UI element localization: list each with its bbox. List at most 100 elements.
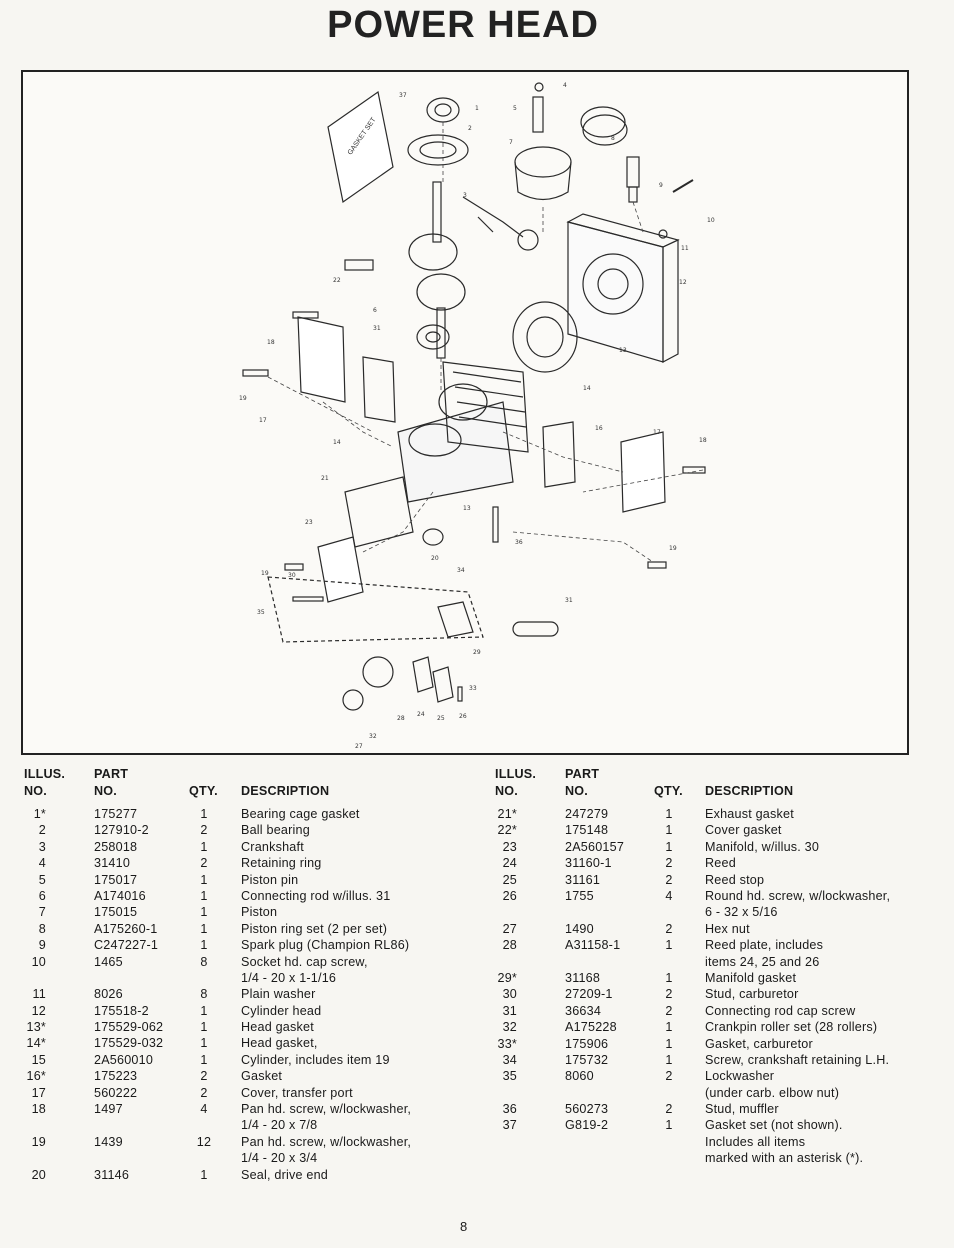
- illus-number: 16*: [26, 1069, 46, 1084]
- quantity: 4: [200, 1102, 208, 1117]
- illus-number: 35: [502, 1069, 517, 1084]
- svg-text:14: 14: [583, 385, 591, 392]
- description: Pan hd. screw, w/lockwasher, 1/4 - 20 x …: [241, 1102, 412, 1133]
- quantity: 2: [665, 872, 673, 887]
- part-number: 31168: [565, 970, 601, 985]
- description: Screw, crankshaft retaining L.H.: [705, 1052, 890, 1067]
- part-number: 31161: [565, 872, 601, 887]
- illus-number: 14*: [26, 1036, 46, 1051]
- illus-number: 22*: [497, 823, 517, 838]
- quantity: 1: [200, 888, 208, 903]
- illus-number: 2: [38, 823, 46, 838]
- description: Cylinder head: [241, 1003, 322, 1018]
- description: Piston ring set (2 per set): [241, 921, 388, 936]
- illus-number: 4: [38, 856, 46, 871]
- illus-number: 25: [502, 872, 517, 887]
- quantity: 1: [200, 1020, 208, 1035]
- quantity: 1: [665, 1052, 673, 1067]
- quantity: 8: [200, 954, 208, 969]
- svg-text:18: 18: [267, 339, 275, 346]
- svg-text:17: 17: [259, 417, 267, 424]
- quantity: 1: [665, 938, 673, 953]
- col-header-qty: QTY.: [189, 784, 218, 798]
- table-header: ILLUS. NO. PART NO. QTY. DESCRIPTION: [24, 766, 464, 806]
- svg-text:31: 31: [373, 325, 381, 332]
- part-number: 175277: [94, 807, 138, 821]
- quantity: 1: [200, 1036, 208, 1051]
- part-number: 27209-1: [565, 987, 613, 1002]
- description: Lockwasher (under carb. elbow nut): [705, 1069, 840, 1100]
- part-number: 175148: [565, 823, 609, 838]
- svg-text:12: 12: [679, 279, 687, 286]
- illus-number: 20: [31, 1167, 46, 1182]
- illus-number: 13*: [26, 1020, 46, 1035]
- svg-text:10: 10: [707, 217, 715, 224]
- svg-text:2: 2: [468, 125, 472, 132]
- svg-text:7: 7: [509, 139, 513, 146]
- quantity: 1: [200, 807, 208, 821]
- illus-number: 30: [502, 987, 517, 1002]
- parts-table-left: ILLUS. NO. PART NO. QTY. DESCRIPTION 1* 1…: [24, 766, 464, 1183]
- part-number: 2A560010: [94, 1052, 154, 1067]
- part-number: A174016: [94, 888, 146, 903]
- quantity: 2: [665, 987, 673, 1002]
- illus-number: 24: [502, 856, 517, 871]
- description: Connecting rod w/illus. 31: [241, 888, 391, 903]
- description: Retaining ring: [241, 856, 322, 871]
- quantity: 1: [665, 1118, 673, 1133]
- part-number: 8026: [94, 987, 123, 1002]
- description: Piston pin: [241, 872, 299, 887]
- illus-number: 21*: [497, 807, 517, 821]
- part-number: 36634: [565, 1003, 602, 1018]
- svg-text:35: 35: [257, 609, 265, 616]
- illus-number: 27: [502, 921, 517, 936]
- part-number: 175529-062: [94, 1020, 164, 1035]
- part-number: 175906: [565, 1036, 609, 1051]
- svg-text:27: 27: [355, 743, 363, 750]
- page-title: POWER HEAD: [327, 4, 599, 46]
- part-number: 1497: [94, 1102, 123, 1117]
- svg-text:24: 24: [417, 711, 425, 718]
- description: Gasket set (not shown). Includes all ite…: [705, 1118, 864, 1166]
- col-header-part: PART NO.: [94, 767, 129, 798]
- illus-number: 23: [502, 839, 517, 854]
- table-row: 6 A174016 1 Connecting rod w/illus. 31: [24, 888, 464, 904]
- illus-number: 18: [31, 1102, 46, 1117]
- svg-text:25: 25: [437, 715, 445, 722]
- illus-number: 6: [38, 888, 46, 903]
- part-number: 1490: [565, 921, 594, 936]
- svg-text:33: 33: [469, 685, 477, 692]
- col-header-part: PART NO.: [565, 767, 600, 798]
- table-row: 18 1497 4 Pan hd. screw, w/lockwasher, 1/4 …: [24, 1101, 464, 1134]
- part-number: A31158-1: [565, 938, 621, 953]
- quantity: 1: [200, 905, 208, 920]
- quantity: 1: [665, 970, 673, 985]
- description: Piston: [241, 905, 278, 920]
- svg-text:13: 13: [463, 505, 471, 512]
- svg-text:14: 14: [333, 439, 341, 446]
- illus-number: 29*: [497, 970, 517, 985]
- part-number: 1755: [565, 888, 594, 903]
- quantity: 1: [200, 1003, 208, 1018]
- description: Round hd. screw, w/lockwasher, 6 - 32 x …: [705, 888, 891, 920]
- part-number: 127910-2: [94, 823, 149, 838]
- illus-number: 1*: [33, 807, 46, 821]
- quantity: 1: [200, 872, 208, 887]
